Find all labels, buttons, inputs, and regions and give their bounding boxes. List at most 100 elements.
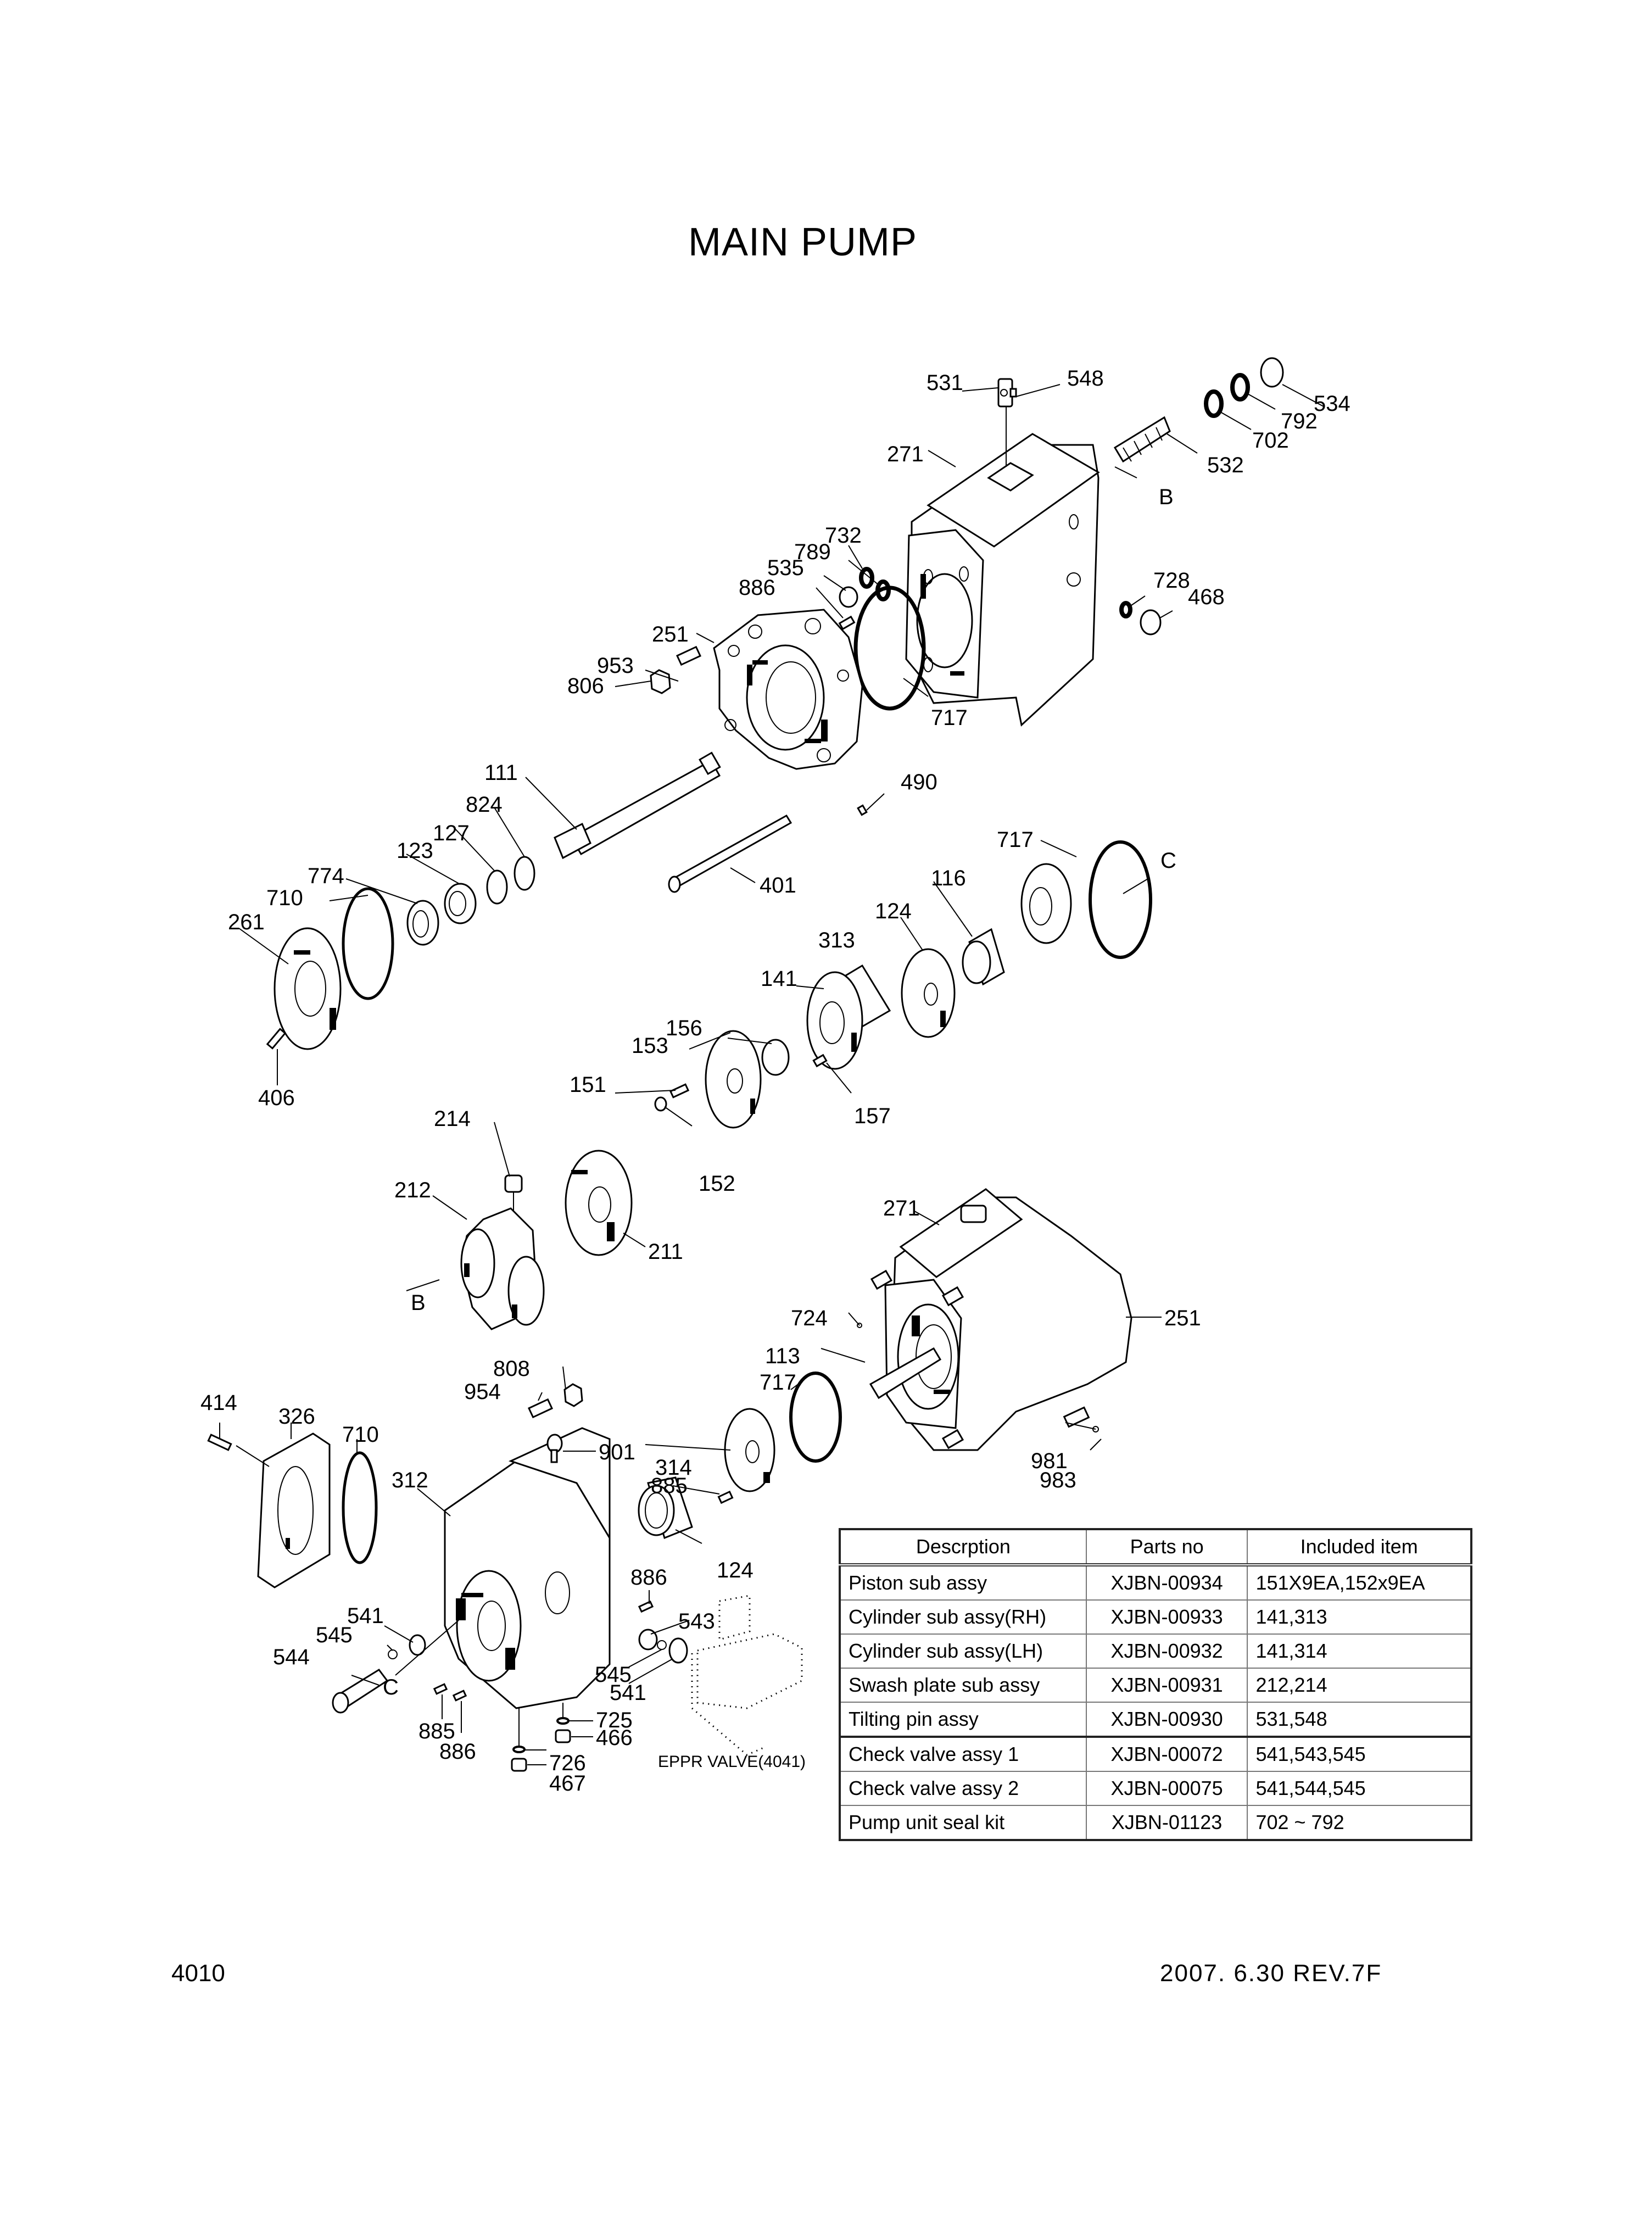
o-ring-717-upper <box>853 586 926 711</box>
label-214: 214 <box>434 1107 471 1131</box>
table-row: Pump unit seal kit XJBN-01123 702 ~ 792 <box>839 1805 1472 1841</box>
pump-casing-271-lower <box>857 1188 1132 1451</box>
leader-lines <box>219 384 1324 1765</box>
bolt-406 <box>266 1028 287 1050</box>
label-141: 141 <box>761 967 797 991</box>
cell-parts-no: XJBN-01123 <box>1085 1805 1248 1841</box>
label-710-lower: 710 <box>342 1423 379 1447</box>
cell-parts-no: XJBN-00932 <box>1085 1634 1248 1669</box>
label-717-lower: 717 <box>760 1370 796 1395</box>
label-156: 156 <box>666 1016 702 1040</box>
label-271-lower: 271 <box>883 1196 920 1220</box>
spring-157 <box>812 1053 828 1068</box>
label-543: 543 <box>678 1609 715 1634</box>
part-labels: 531 548 534 792 702 532 271 B 732 789 53… <box>200 366 1350 1796</box>
label-151: 151 <box>570 1073 606 1097</box>
table-row: Tilting pin assy XJBN-00930 531,548 <box>839 1702 1472 1737</box>
label-885-mid: 885 <box>651 1474 688 1498</box>
label-824: 824 <box>466 793 503 817</box>
drive-shaft-111 <box>554 751 721 860</box>
cell-description: Check valve assy 1 <box>839 1736 1087 1772</box>
label-789: 789 <box>794 540 831 564</box>
eppr-valve-label: EPPR VALVE(4041) <box>658 1753 806 1771</box>
eppr-valve-outline <box>691 1595 803 1756</box>
label-261: 261 <box>228 910 265 934</box>
label-113: 113 <box>765 1344 800 1368</box>
eye-bolt-901 <box>546 1434 563 1463</box>
label-326: 326 <box>278 1404 315 1429</box>
label-726: 726 <box>549 1751 586 1775</box>
cell-included: 212,214 <box>1247 1668 1472 1703</box>
seal-cover-261 <box>274 927 342 1050</box>
cell-parts-no: XJBN-00072 <box>1085 1736 1248 1772</box>
revision-date: 2007. 6.30 REV.7F <box>1160 1960 1382 1987</box>
check-valve-543 <box>638 1629 658 1651</box>
cell-description: Piston sub assy <box>839 1564 1087 1601</box>
o-ring-725 <box>556 1717 570 1725</box>
bolt-401 <box>668 814 792 893</box>
label-886-upper: 886 <box>739 576 775 600</box>
ball-545-right <box>657 1640 667 1650</box>
label-541-right: 541 <box>610 1681 646 1705</box>
label-251-lower: 251 <box>1164 1306 1201 1330</box>
o-ring-717-mid <box>1089 840 1152 959</box>
label-212: 212 <box>394 1178 431 1202</box>
label-534: 534 <box>1314 392 1350 416</box>
label-123: 123 <box>397 839 433 863</box>
swash-plate-212 <box>460 1207 545 1330</box>
plug-534 <box>1260 357 1284 388</box>
label-774: 774 <box>308 864 344 888</box>
label-116: 116 <box>931 866 966 890</box>
o-ring-702 <box>1204 389 1224 418</box>
cell-description: Swash plate sub assy <box>839 1668 1087 1703</box>
table-row: Piston sub assy XJBN-00934 151X9EA,152x9… <box>839 1564 1472 1601</box>
cell-parts-no: XJBN-00075 <box>1085 1771 1248 1806</box>
label-111: 111 <box>484 761 518 785</box>
label-C-upper: C <box>1160 849 1176 873</box>
plug-535 <box>839 586 858 608</box>
table-row: Cylinder sub assy(LH) XJBN-00932 141,314 <box>839 1634 1472 1669</box>
pin-886-lower <box>452 1690 467 1702</box>
tilting-pin-531 <box>997 378 1017 467</box>
label-885-lower: 885 <box>418 1719 455 1743</box>
label-314: 314 <box>655 1456 692 1480</box>
cell-included: 702 ~ 792 <box>1247 1805 1472 1841</box>
pin-885-lower <box>433 1683 448 1695</box>
label-806: 806 <box>567 674 604 698</box>
label-313: 313 <box>818 928 855 952</box>
retainer-plate-153 <box>705 1030 762 1129</box>
o-ring-792 <box>1230 373 1250 402</box>
label-535: 535 <box>767 556 804 580</box>
label-545-left: 545 <box>316 1623 353 1647</box>
label-541-left: 541 <box>347 1604 384 1628</box>
page-number: 4010 <box>171 1960 225 1987</box>
label-953: 953 <box>597 654 634 678</box>
label-886-mid: 886 <box>630 1565 667 1590</box>
o-ring-726 <box>512 1746 526 1753</box>
label-127: 127 <box>433 821 470 845</box>
pin-490 <box>857 804 868 816</box>
label-954: 954 <box>464 1380 501 1404</box>
pin-885-mid <box>717 1490 734 1504</box>
label-792: 792 <box>1281 409 1318 433</box>
check-valve-541-right <box>668 1637 688 1664</box>
cell-parts-no: XJBN-00930 <box>1085 1702 1248 1737</box>
label-724: 724 <box>791 1306 828 1330</box>
label-544: 544 <box>273 1645 310 1669</box>
o-ring-710-upper <box>342 887 394 1000</box>
table-row: Check valve assy 1 XJBN-00072 541,543,54… <box>839 1736 1472 1772</box>
label-717-upper: 717 <box>931 706 968 730</box>
o-ring-728 <box>1119 601 1132 618</box>
stud-953 <box>676 645 702 666</box>
bushing-124-upper <box>962 928 1005 986</box>
label-545-right: 545 <box>595 1663 632 1687</box>
cylinder-block-141 <box>806 964 891 1070</box>
label-251-upper: 251 <box>652 622 689 646</box>
label-211: 211 <box>648 1240 683 1264</box>
label-312: 312 <box>392 1468 428 1492</box>
gear-116 <box>1020 863 1072 944</box>
shoe-plate-211 <box>565 1150 633 1256</box>
cell-parts-no: XJBN-00934 <box>1085 1564 1248 1601</box>
label-414: 414 <box>200 1391 237 1415</box>
